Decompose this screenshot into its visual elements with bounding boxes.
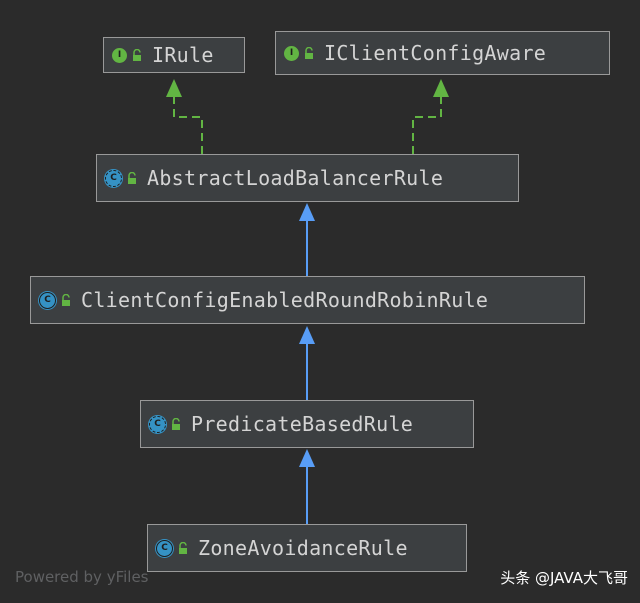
node-label: ClientConfigEnabledRoundRobinRule (81, 288, 489, 312)
class-icon: C (39, 291, 56, 309)
class-icon: C (156, 539, 173, 557)
node-label: ZoneAvoidanceRule (198, 536, 408, 560)
lock-icon (61, 294, 71, 306)
node-iclientconfigaware[interactable]: I IClientConfigAware (275, 31, 610, 75)
arrowhead-extends (299, 203, 315, 221)
lock-icon (304, 47, 314, 59)
node-zoneavoidancerule[interactable]: C ZoneAvoidanceRule (147, 524, 467, 572)
lock-icon (178, 542, 188, 554)
abstract-class-icon: C (105, 169, 122, 187)
arrowhead-extends (299, 449, 315, 467)
arrowhead-extends (299, 326, 315, 344)
edge-implements-abstractloadbalancerrule-to-irule (173, 97, 203, 154)
node-label: PredicateBasedRule (191, 412, 414, 436)
arrowhead-implements (166, 79, 182, 97)
interface-icon: I (284, 45, 299, 61)
arrowhead-implements (433, 79, 449, 97)
node-label: IRule (152, 43, 214, 67)
node-irule[interactable]: I IRule (103, 37, 245, 73)
lock-icon (132, 49, 142, 61)
interface-icon: I (112, 47, 127, 63)
node-predicatebasedrule[interactable]: C PredicateBasedRule (140, 400, 474, 448)
powered-by-label: Powered by yFiles (15, 568, 149, 586)
node-label: AbstractLoadBalancerRule (147, 166, 444, 190)
lock-icon (171, 418, 181, 430)
node-label: IClientConfigAware (324, 41, 547, 65)
watermark-label: 头条 @JAVA大飞哥 (500, 569, 628, 587)
node-abstractloadbalancerrule[interactable]: C AbstractLoadBalancerRule (96, 154, 519, 202)
abstract-class-icon: C (149, 415, 166, 433)
edge-implements-abstractloadbalancerrule-to-iclientconfigaware (412, 97, 442, 154)
lock-icon (127, 172, 137, 184)
node-clientconfigenabledroundrobinrule[interactable]: C ClientConfigEnabledRoundRobinRule (30, 276, 585, 324)
